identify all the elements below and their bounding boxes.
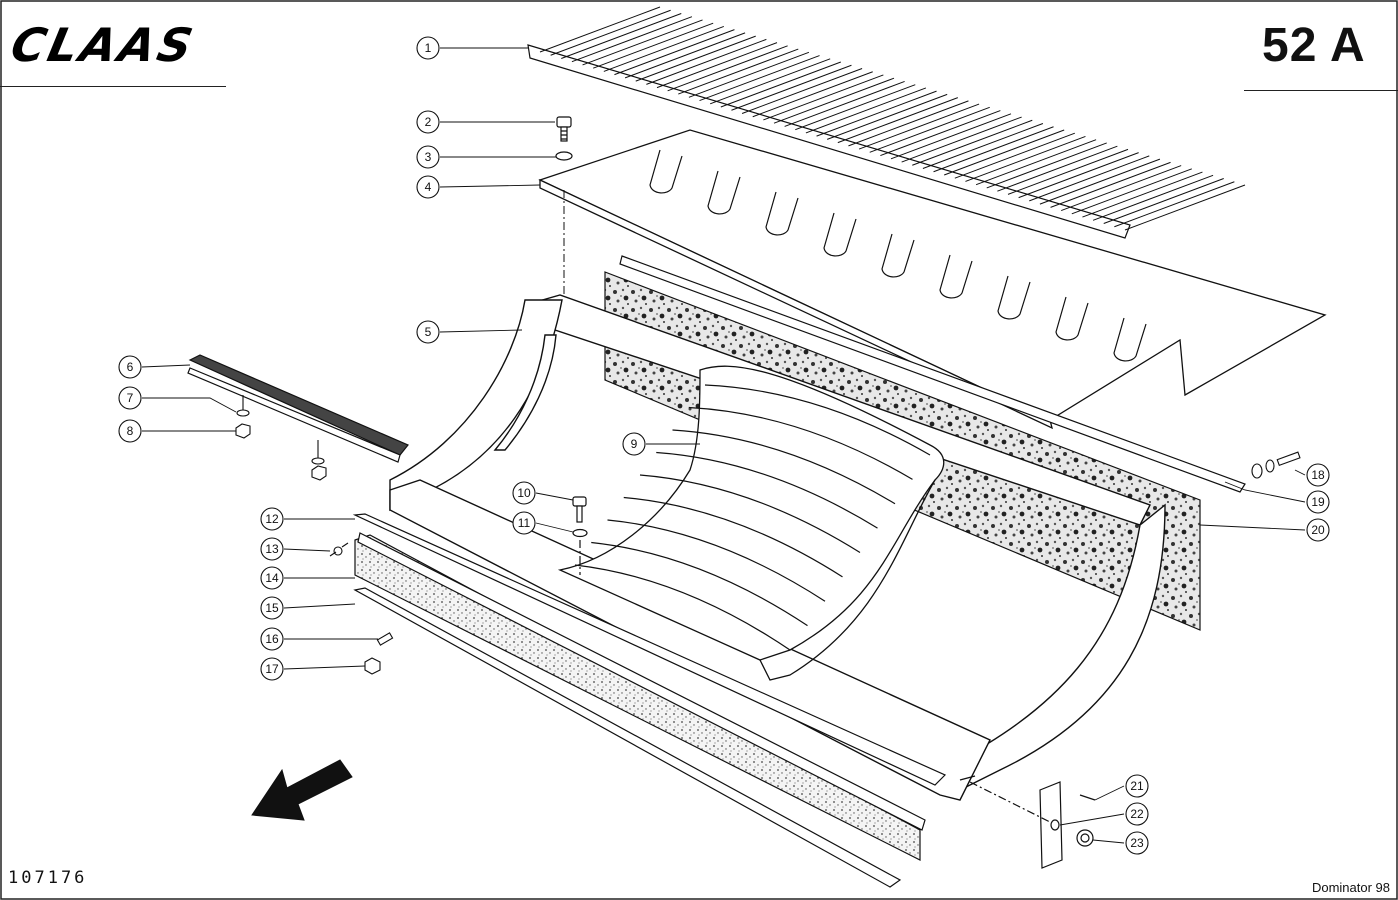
- svg-text:15: 15: [265, 601, 279, 615]
- part-1-comb: [527, 6, 1246, 239]
- part-7-8-fasteners: [235, 395, 327, 481]
- svg-text:3: 3: [425, 150, 432, 164]
- logo-underline: [0, 86, 226, 87]
- document-number: 107176: [8, 868, 88, 888]
- callout-2: 2: [416, 110, 440, 134]
- part-2-bolt: [556, 116, 572, 142]
- part-3-washer: [555, 151, 573, 161]
- svg-text:19: 19: [1311, 495, 1325, 509]
- svg-text:7: 7: [127, 391, 134, 405]
- part-12-strip: [352, 513, 947, 786]
- callout-6: 6: [118, 355, 142, 379]
- part-21-22-23-bracket: [969, 781, 1096, 869]
- part-14-lower-seal: [354, 532, 926, 861]
- callout-19: 19: [1306, 490, 1330, 514]
- svg-text:2: 2: [425, 115, 432, 129]
- direction-arrow: [251, 759, 353, 821]
- callout-10: 10: [512, 481, 536, 505]
- callout-18: 18: [1306, 463, 1330, 487]
- part-18-19-fasteners: [1251, 451, 1301, 479]
- svg-text:14: 14: [265, 571, 279, 585]
- part-15-lower-strip: [353, 587, 902, 888]
- part-9-concave: [557, 365, 945, 681]
- callout-9: 9: [622, 432, 646, 456]
- svg-text:5: 5: [425, 325, 432, 339]
- svg-text:11: 11: [518, 516, 531, 530]
- svg-text:4: 4: [425, 180, 432, 194]
- svg-text:9: 9: [631, 437, 638, 451]
- callout-16: 16: [260, 627, 284, 651]
- callout-17: 17: [260, 657, 284, 681]
- leader-lines: [141, 47, 1306, 844]
- svg-text:17: 17: [265, 662, 279, 676]
- callout-3: 3: [416, 145, 440, 169]
- svg-text:6: 6: [127, 360, 134, 374]
- svg-text:20: 20: [1311, 523, 1325, 537]
- svg-text:1: 1: [425, 41, 432, 55]
- svg-text:21: 21: [1130, 779, 1144, 793]
- machine-model: Dominator 98: [1311, 880, 1390, 895]
- svg-text:23: 23: [1130, 836, 1144, 850]
- callout-8: 8: [118, 419, 142, 443]
- part-6-knife-bar: [187, 354, 409, 463]
- svg-text:13: 13: [265, 542, 279, 556]
- callout-1: 1: [416, 36, 440, 60]
- part-13-16-17-small-parts: [329, 542, 394, 675]
- concave-bars: [574, 384, 931, 651]
- callout-13: 13: [260, 537, 284, 561]
- callout-11: 11: [512, 511, 536, 535]
- svg-text:22: 22: [1130, 807, 1144, 821]
- svg-text:8: 8: [127, 424, 134, 438]
- callout-5: 5: [416, 320, 440, 344]
- part-10-11-bolt-washer: [572, 496, 588, 575]
- svg-text:10: 10: [517, 486, 531, 500]
- page-code: 52 A: [1262, 19, 1366, 72]
- svg-text:16: 16: [265, 632, 279, 646]
- callout-20: 20: [1306, 518, 1330, 542]
- callout-12: 12: [260, 507, 284, 531]
- callout-22: 22: [1125, 802, 1149, 826]
- callout-21: 21: [1125, 774, 1149, 798]
- callout-14: 14: [260, 566, 284, 590]
- callout-4: 4: [416, 175, 440, 199]
- callout-7: 7: [118, 386, 142, 410]
- plate-slots: [649, 149, 1147, 362]
- svg-text:12: 12: [265, 512, 279, 526]
- callout-23: 23: [1125, 831, 1149, 855]
- page-code-underline: [1244, 90, 1398, 91]
- svg-text:18: 18: [1311, 468, 1325, 482]
- callout-15: 15: [260, 596, 284, 620]
